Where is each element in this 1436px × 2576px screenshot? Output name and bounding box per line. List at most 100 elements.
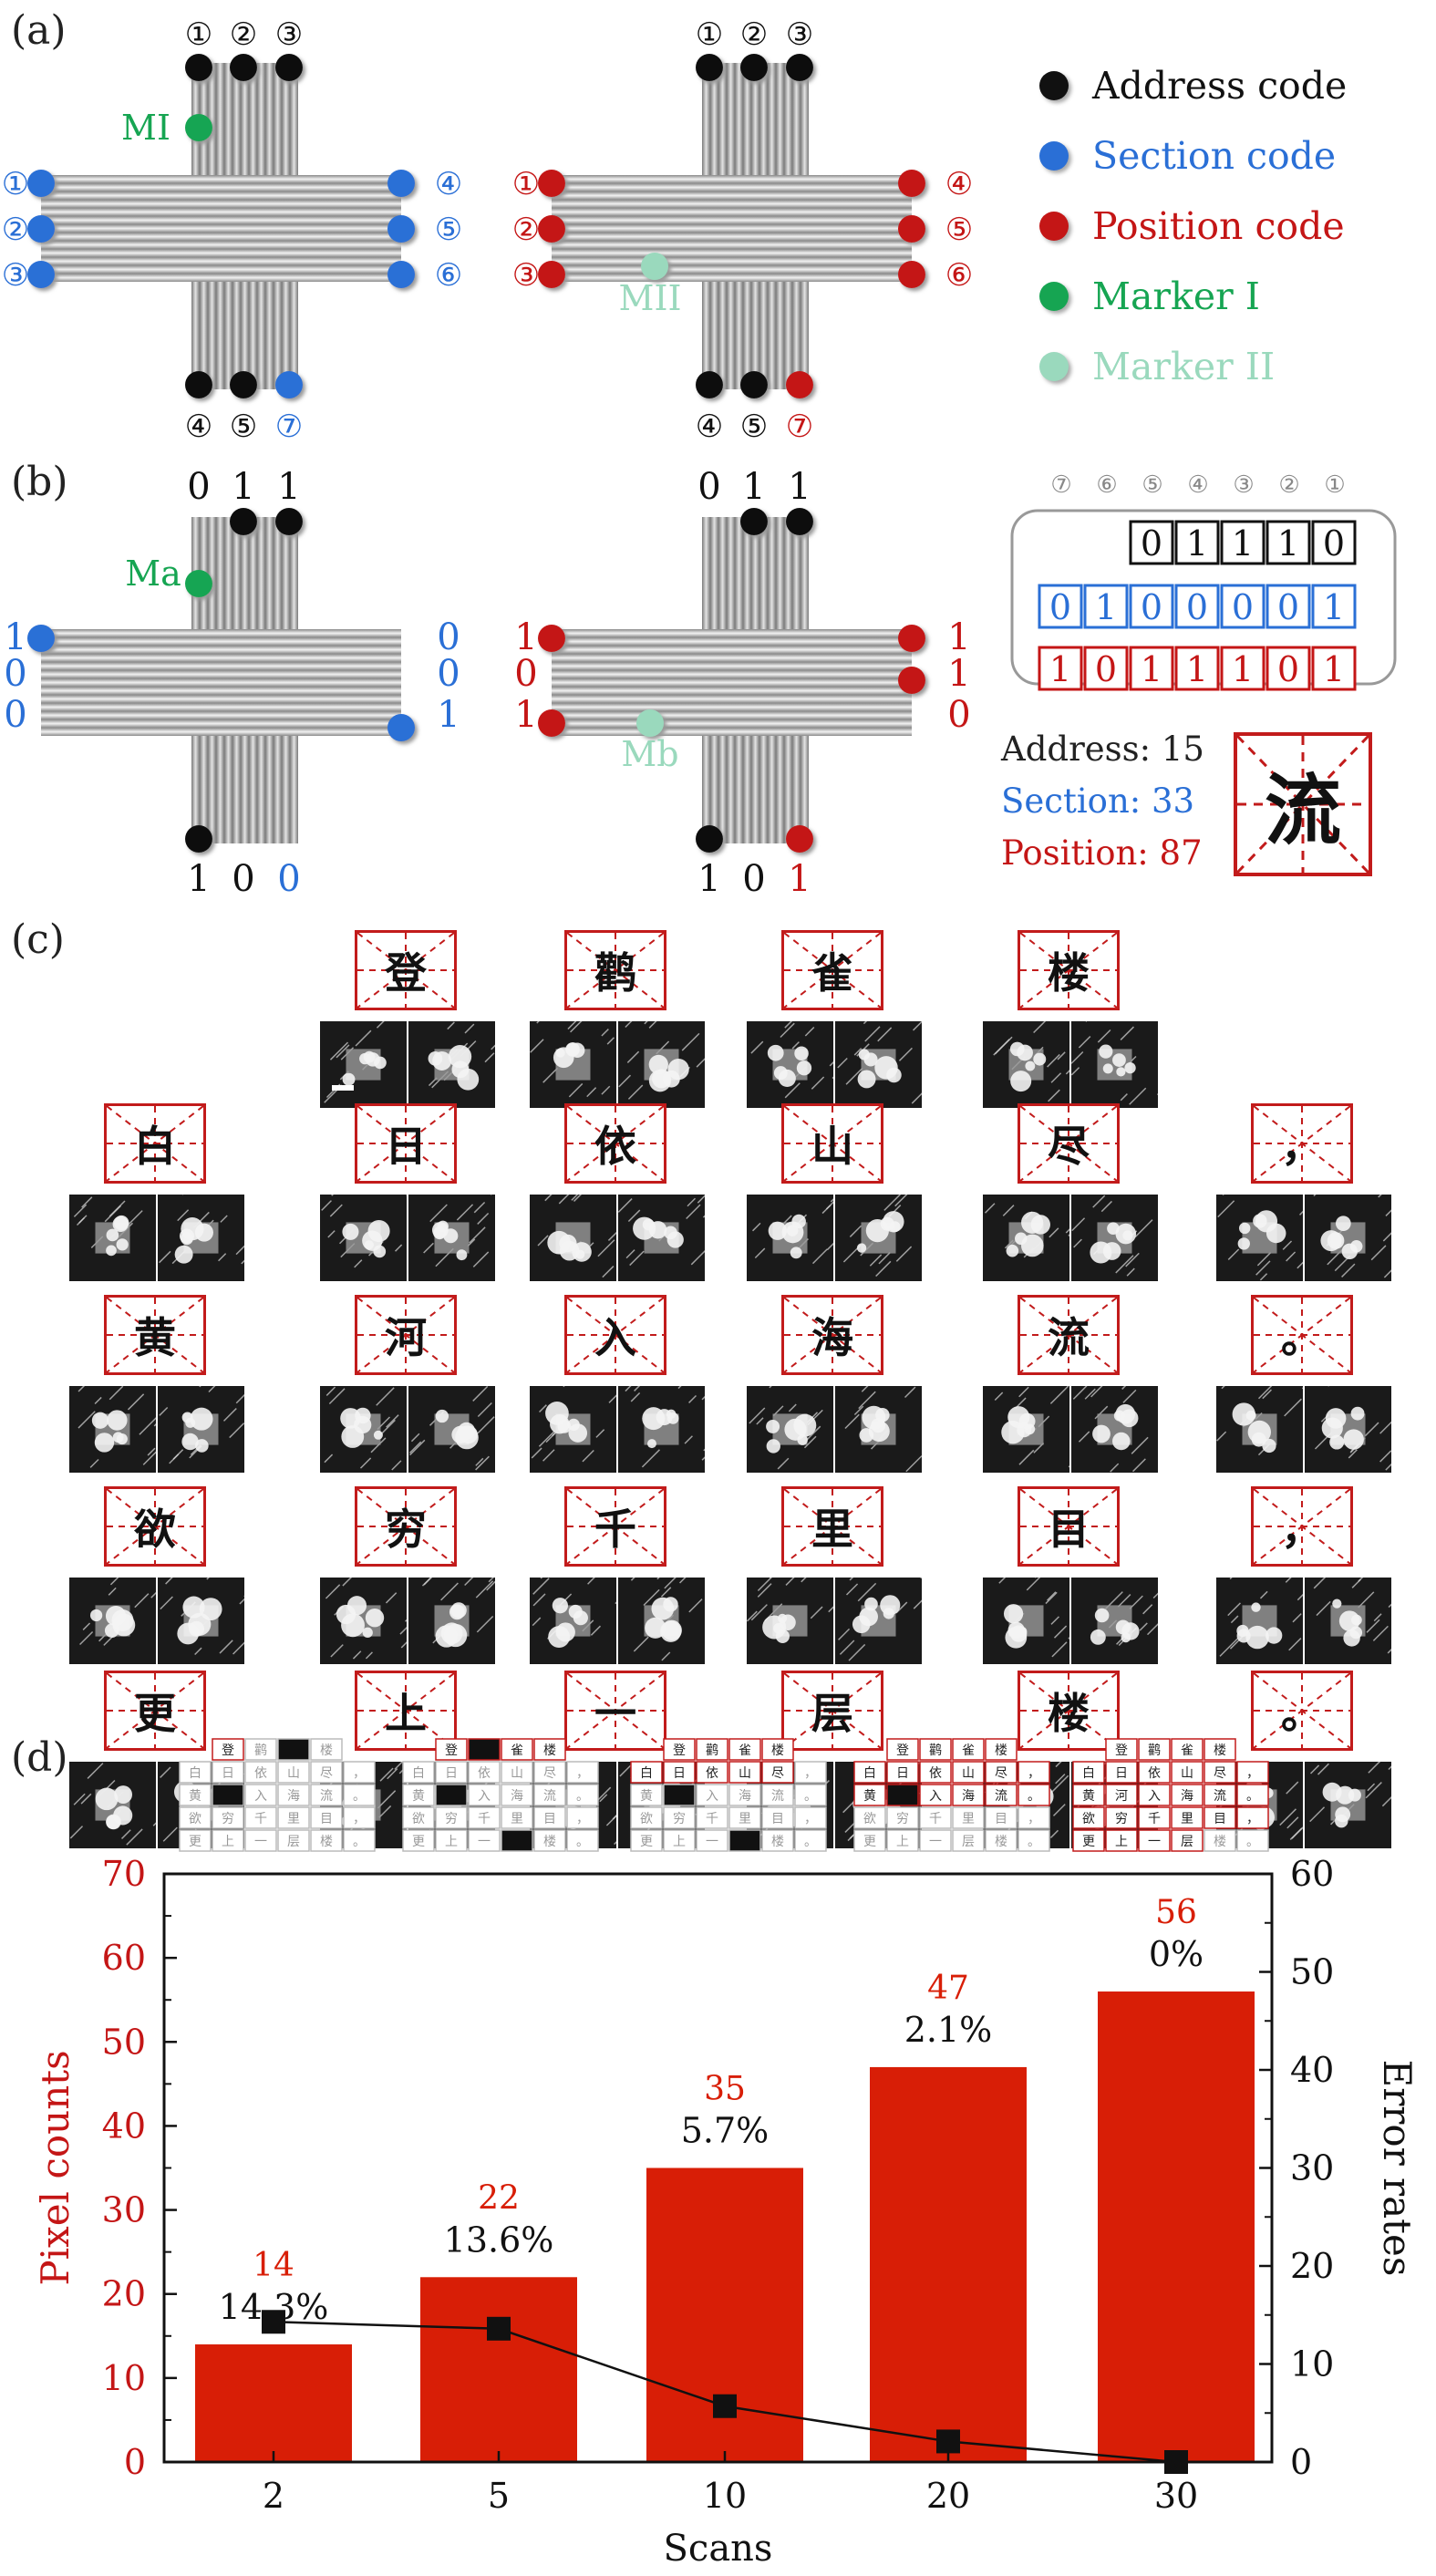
pixel-count-bar [195, 2344, 352, 2462]
side-dot-icon [898, 215, 925, 243]
section-text: Section: 33 [1001, 781, 1195, 821]
micrograph-panel [408, 1578, 495, 1664]
left-tick-label: 50 [102, 2022, 146, 2062]
svg-text:穷: 穷 [673, 1812, 686, 1826]
svg-text:楼: 楼 [1214, 1835, 1226, 1849]
error-rate-marker [1164, 2450, 1188, 2474]
horizontal-wire [552, 678, 912, 687]
right-axis-title: Error rates [1375, 2060, 1420, 2277]
legend-item-section: Section code [1039, 120, 1347, 191]
micrograph-panel [1305, 1386, 1391, 1473]
character-guides [357, 1489, 454, 1564]
right-label: 1 [947, 653, 970, 695]
character-glyph: 。 [1281, 1313, 1323, 1362]
svg-text:一: 一 [254, 1835, 267, 1849]
character-guides [1254, 1298, 1350, 1372]
micrograph-panel [835, 1195, 922, 1281]
micrograph-panel [530, 1386, 616, 1473]
error-rate-label: 13.6% [444, 2219, 554, 2260]
marker-label: MII [619, 278, 682, 318]
micrograph-panel [835, 1578, 922, 1664]
left-label: ① [512, 166, 540, 202]
horizontal-wire [41, 265, 401, 274]
bit-value: 0 [1277, 649, 1299, 689]
micrograph-panel [835, 1021, 922, 1108]
side-dot-icon [538, 170, 565, 197]
bit-value: 1 [1186, 523, 1208, 564]
svg-text:楼: 楼 [995, 1835, 1007, 1849]
left-label: ② [2, 212, 29, 248]
svg-text:河: 河 [1115, 1789, 1128, 1804]
svg-text:，: ， [576, 1766, 589, 1781]
right-label: 1 [437, 694, 460, 736]
character-guides [1020, 933, 1117, 1008]
micrograph-image [1305, 1195, 1391, 1281]
address-dot-icon [1039, 70, 1069, 100]
thumbnail-grid: 登鹳雀楼白日依山尽，黄入海流。欲穷千里目，更上一层楼。 [853, 1738, 1050, 1852]
svg-text:层: 层 [287, 1835, 300, 1849]
svg-text:楼: 楼 [771, 1835, 784, 1849]
character-glyph: 千 [594, 1505, 636, 1554]
character-guides [1254, 1673, 1350, 1748]
horizontal-wire [41, 241, 401, 249]
horizontal-wire [41, 728, 401, 736]
svg-text:，: ， [1028, 1812, 1040, 1826]
right-tick-label: 60 [1290, 1856, 1334, 1894]
micrograph-panel [69, 1195, 156, 1281]
thumbnail-grid: 登雀楼白日依山尽，黄入海流。欲穷千里目，更上一楼。 [402, 1738, 599, 1852]
micrograph-panel [69, 1578, 156, 1664]
bar-value-label: 35 [704, 2071, 746, 2108]
micrograph-panel [983, 1578, 1069, 1664]
character-box: 楼 [1018, 930, 1120, 1010]
character-guides [1254, 1489, 1350, 1564]
horizontal-wire [552, 703, 912, 711]
bottom-label: 0 [742, 858, 765, 900]
svg-text:黄: 黄 [640, 1788, 653, 1804]
bit-header-label: ④ [1187, 471, 1208, 499]
character-guides [107, 1106, 203, 1181]
svg-text:日: 日 [445, 1766, 458, 1781]
svg-text:上: 上 [896, 1835, 909, 1849]
svg-text:千: 千 [1148, 1812, 1161, 1826]
character-guides [107, 1489, 203, 1564]
right-tick-label: 10 [1290, 2344, 1334, 2385]
horizontal-wire [552, 191, 912, 200]
horizontal-wire [41, 695, 401, 703]
svg-text:一: 一 [929, 1835, 942, 1849]
bit-value: 0 [1141, 523, 1162, 564]
character-glyph: 日 [385, 1122, 427, 1171]
character-guides [567, 933, 664, 1008]
thumbnail-grid: 登鹳雀楼白日依山尽，黄入海流。欲穷千里目，更上一楼。 [630, 1738, 827, 1852]
svg-text:日: 日 [222, 1766, 234, 1781]
svg-text:。: 。 [1028, 1835, 1040, 1849]
marker-label: Mb [621, 734, 678, 774]
side-dot-icon [387, 714, 415, 741]
marker-dot-icon [641, 253, 668, 280]
svg-text:白: 白 [1082, 1766, 1095, 1781]
svg-text:楼: 楼 [995, 1743, 1007, 1758]
left-label: ② [512, 212, 540, 248]
bottom-label: ⑦ [786, 409, 813, 445]
character-guides [784, 1673, 881, 1748]
character-glyph: 上 [385, 1689, 427, 1738]
svg-text:黄: 黄 [863, 1788, 876, 1804]
horizontal-wire [41, 216, 401, 224]
thumbnail-grid: 登鹳楼白日依山尽，黄入海流。欲穷千里目，更上一层楼。 [179, 1738, 376, 1852]
character-guides [567, 1106, 664, 1181]
svg-text:依: 依 [706, 1766, 718, 1781]
horizontal-wire [41, 257, 401, 265]
character-box: ， [1251, 1103, 1353, 1184]
character-guides [1254, 1106, 1350, 1181]
svg-text:里: 里 [1181, 1812, 1193, 1826]
svg-text:登: 登 [1115, 1743, 1128, 1758]
horizontal-wire [552, 208, 912, 216]
svg-text:。: 。 [353, 1789, 366, 1804]
micrograph-image [408, 1195, 495, 1281]
micrograph-image [69, 1386, 156, 1473]
micrograph-image [320, 1578, 407, 1664]
horizontal-wire [552, 719, 912, 728]
right-label: 0 [437, 653, 460, 695]
bit-cell [1038, 584, 1083, 629]
